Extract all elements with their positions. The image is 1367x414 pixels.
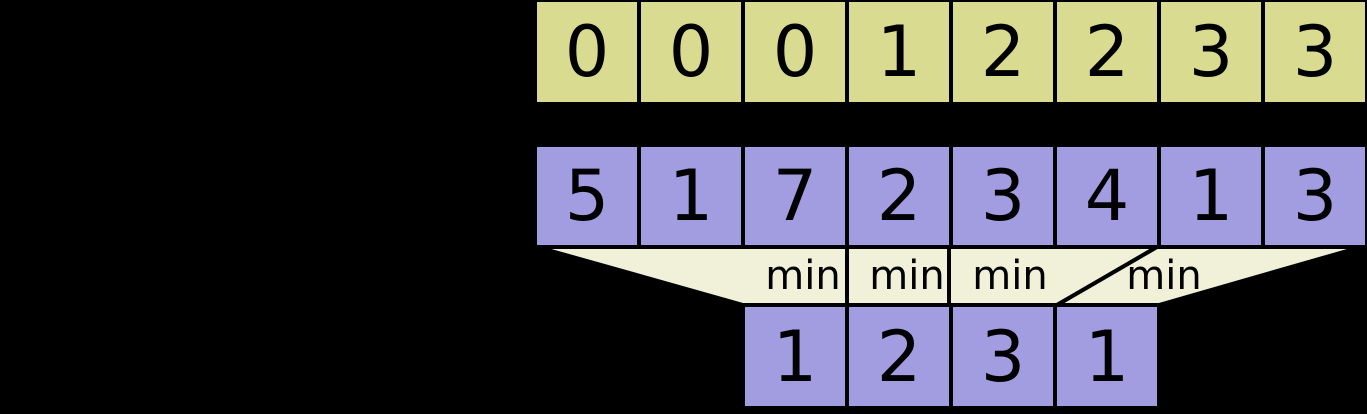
min-operation-label: min <box>765 253 841 299</box>
array-cell: 1 <box>637 143 745 249</box>
array-cell: 5 <box>533 143 641 249</box>
array-cell: 1 <box>1157 143 1265 249</box>
min-operation-label: min <box>869 253 945 299</box>
min-operation-label: min <box>1126 253 1202 299</box>
block-min-cell: 3 <box>949 303 1057 410</box>
block-index-cell: 0 <box>637 0 745 106</box>
block-index-cell: 1 <box>845 0 953 106</box>
block-min-cell: 2 <box>845 303 953 410</box>
block-index-cell: 2 <box>949 0 1057 106</box>
min-operation-label: min <box>972 253 1048 299</box>
array-cell: 3 <box>1261 143 1367 249</box>
array-cell: 4 <box>1053 143 1161 249</box>
block-min-cell: 1 <box>741 303 849 410</box>
block-index-cell: 2 <box>1053 0 1161 106</box>
block-index-cell: 0 <box>533 0 641 106</box>
block-index-cell: 3 <box>1157 0 1265 106</box>
block-index-cell: 3 <box>1261 0 1367 106</box>
block-min-cell: 1 <box>1053 303 1161 410</box>
